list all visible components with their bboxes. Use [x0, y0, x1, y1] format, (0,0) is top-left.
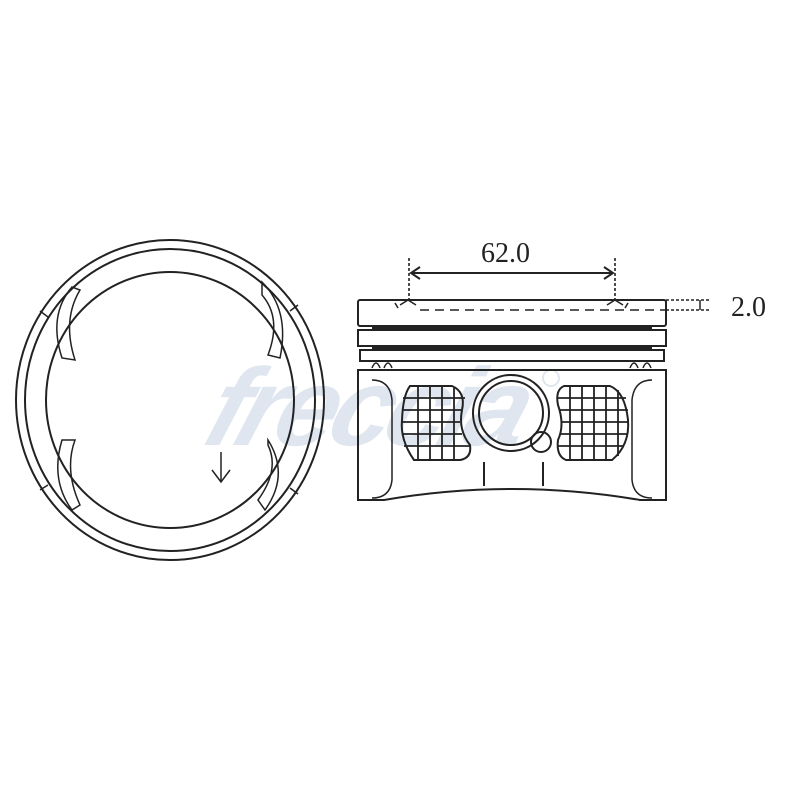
direction-arrow-icon [211, 452, 231, 484]
top-view [15, 239, 325, 561]
dimension-label-62: 62.0 [481, 238, 530, 269]
dimension-label-2: 2.0 [731, 292, 766, 323]
right-window-grid [558, 386, 628, 460]
dimension-2 [666, 299, 710, 311]
side-view [357, 299, 667, 501]
watermark-logo: freccia [193, 346, 560, 469]
left-window-grid [402, 386, 470, 460]
dimension-62 [394, 258, 666, 311]
svg-text:freccia: freccia [193, 346, 549, 469]
